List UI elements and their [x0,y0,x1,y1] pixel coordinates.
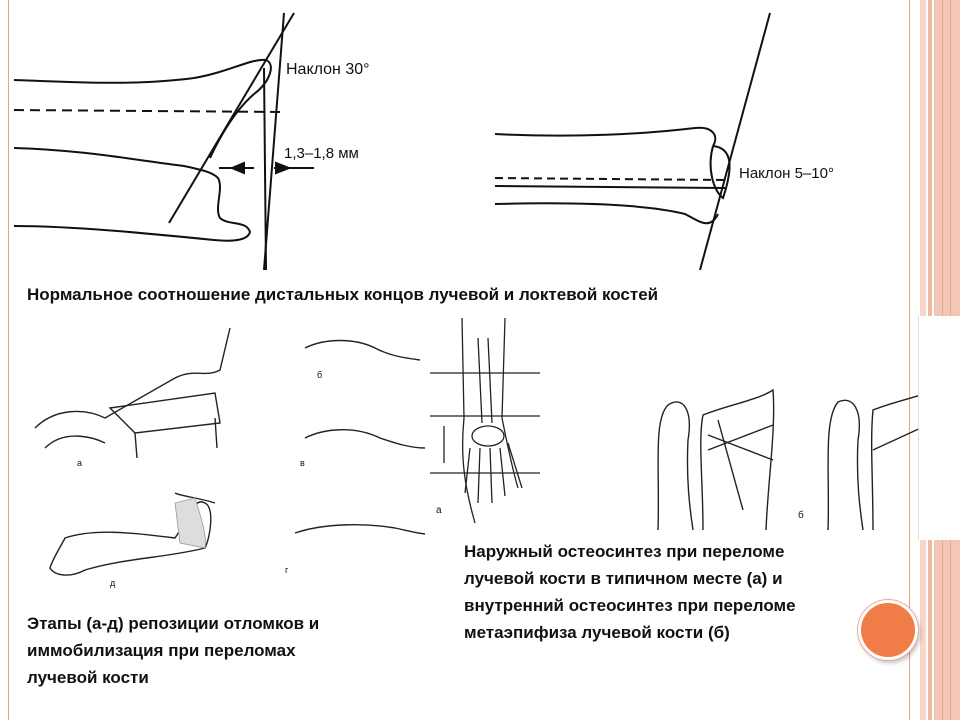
stage-d-label: д [110,578,116,588]
radius-ulna-frontal-diagram: Наклон 5–10° [495,12,834,270]
osteosynthesis-illustration: б [657,388,918,530]
stage-b-label: б [317,370,322,380]
osteosynthesis-caption-line-3: внутренний остеосинтез при переломе [464,596,796,615]
distance-label: 1,3–1,8 мм [284,145,359,162]
osteosynthesis-caption-line-1: Наружный остеосинтез при переломе [464,542,785,561]
stage-v-label: в [300,458,305,468]
tilt-5-10-label: Наклон 5–10° [739,165,834,182]
decor-circle [858,600,918,660]
osteosynthesis-caption-line-2: лучевой кости в типичном месте (а) и [464,569,783,588]
osteosynthesis-caption-line-4: метаэпифиза лучевой кости (б) [464,623,730,642]
radius-ulna-lateral-diagram: Наклон 30° 1,3–1,8 мм [14,12,370,270]
osteosynthesis-caption: Наружный остеосинтез при переломе лучево… [464,538,796,646]
tilt-30-label: Наклон 30° [286,61,370,78]
reposition-caption-line-3: лучевой кости [27,668,149,687]
reposition-caption: Этапы (а-д) репозиции отломков и иммобил… [27,610,319,691]
reposition-caption-line-1: Этапы (а-д) репозиции отломков и [27,614,320,633]
osteo-b-label: б [798,509,804,521]
reposition-caption-line-2: иммобилизация при переломах [27,641,296,660]
top-caption: Нормальное соотношение дистальных концов… [27,285,659,304]
stage-a-label: а [77,458,82,468]
slide-frame [8,0,910,720]
forearm-hand-skeleton: а [430,318,540,524]
reposition-stages-illustration: а б в г д [34,327,426,588]
stage-g-label: г [285,565,289,575]
side-panel [918,316,960,540]
hand-a-label: а [436,505,442,516]
